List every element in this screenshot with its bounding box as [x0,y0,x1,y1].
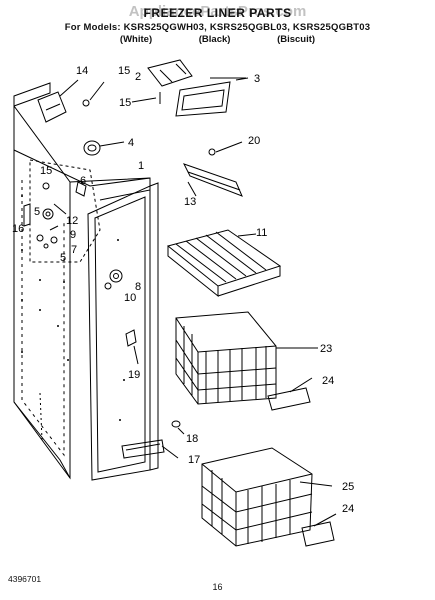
callout-15-top: 15 [118,65,130,77]
color-white: (White) [119,34,153,45]
document-number: 4396701 [8,574,42,584]
callout-12: 12 [66,215,78,227]
callout-7: 7 [71,244,77,256]
callout-25: 25 [342,481,354,493]
diagram-title: FREEZER LINER PARTS [143,6,292,20]
callout-5-bottom: 5 [60,252,66,264]
callout-labels: 14 15 2 3 15 4 20 1 15 6 13 5 12 16 11 9… [12,65,354,515]
callout-6: 6 [80,175,86,187]
callout-4: 4 [128,137,134,149]
part-23-wire-basket [175,311,318,405]
callout-16: 16 [12,223,24,235]
color-biscuit: (Biscuit) [277,34,316,45]
callout-17: 17 [188,454,200,466]
callout-9: 9 [70,229,76,241]
callout-1: 1 [138,160,144,172]
part-25-lower-basket [201,447,333,547]
callout-24-bottom: 24 [342,503,354,515]
callout-5-top: 5 [34,206,40,218]
callout-2: 2 [135,71,141,83]
liner-mounting-holes [21,195,125,421]
left-hardware-cluster [23,181,87,249]
model-colors: (White) (Black) (Biscuit) [0,34,435,45]
color-black: (Black) [198,34,231,45]
callout-11: 11 [256,227,267,239]
callout-18: 18 [186,433,198,445]
callout-14: 14 [76,65,88,77]
hardware-region [29,159,101,263]
liner-front-face [87,182,159,481]
part-13-rail [183,141,243,197]
callout-13: 13 [184,196,196,208]
part-8-10-19-hardware [104,269,139,365]
part-4-knob [83,140,125,156]
callout-20: 20 [248,135,260,147]
callout-3: 3 [254,73,260,85]
callout-8: 8 [135,281,141,293]
part-24-basket-front [267,377,337,547]
callout-10: 10 [124,292,136,304]
model-numbers: For Models: KSRS25QGWH03, KSRS25QGBL03, … [64,22,371,33]
freezer-liner [13,82,151,480]
callout-24-top: 24 [322,375,334,387]
page-number: 16 [212,582,223,592]
watermark: AppliancePartsPros.com [128,3,307,20]
callout-15-mid: 15 [119,97,131,109]
callout-23: 23 [320,343,332,355]
part-14-bracket [37,79,105,123]
callout-15-left: 15 [40,165,52,177]
part-2-3-assembly [131,59,249,117]
part-11-wire-shelf [166,229,282,298]
part-17-18-trim [121,420,185,459]
callout-19: 19 [128,369,140,381]
